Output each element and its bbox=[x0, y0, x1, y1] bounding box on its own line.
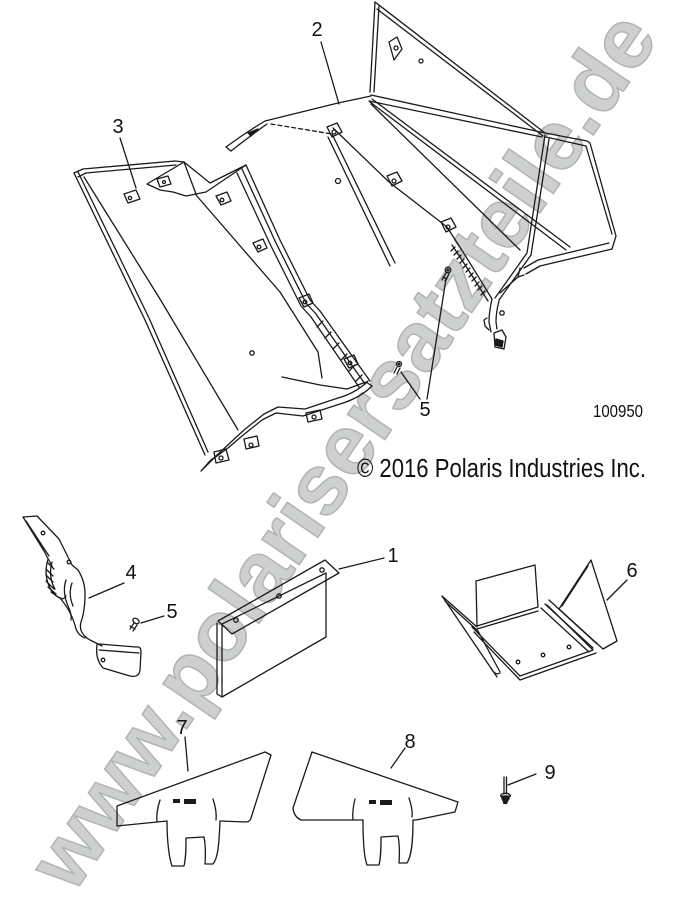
svg-text:8: 8 bbox=[404, 731, 415, 753]
svg-text:© 2016 Polaris Industries Inc.: © 2016 Polaris Industries Inc. bbox=[357, 455, 646, 483]
svg-text:9: 9 bbox=[544, 762, 555, 784]
svg-text:1: 1 bbox=[387, 545, 398, 567]
svg-text:5: 5 bbox=[419, 399, 430, 421]
svg-text:2: 2 bbox=[311, 19, 322, 41]
svg-text:3: 3 bbox=[112, 116, 123, 138]
svg-text:5: 5 bbox=[166, 601, 177, 623]
svg-text:7: 7 bbox=[176, 717, 187, 739]
svg-text:4: 4 bbox=[125, 562, 136, 584]
svg-text:100950: 100950 bbox=[593, 401, 643, 421]
svg-text:6: 6 bbox=[626, 560, 637, 582]
